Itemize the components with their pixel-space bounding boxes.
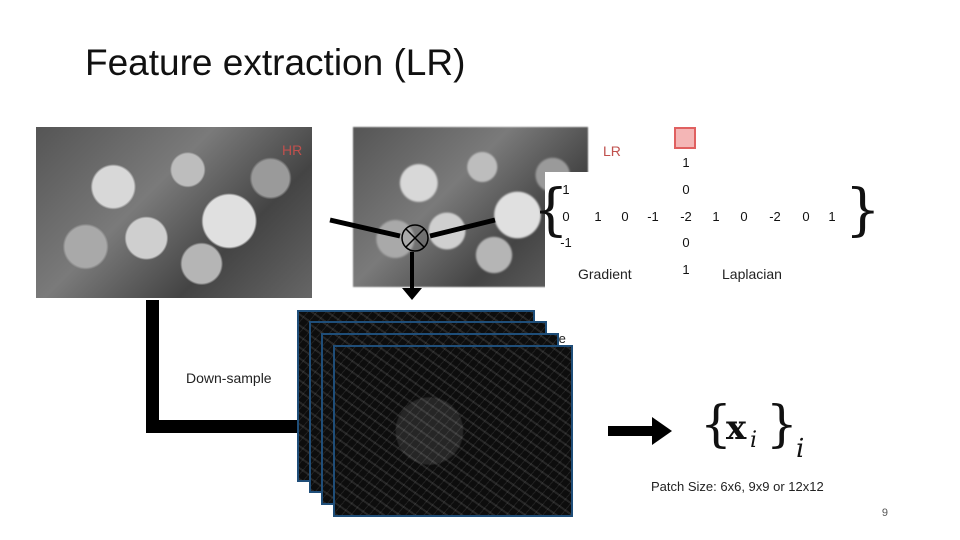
convolution-diagram <box>329 217 496 300</box>
patch-set-formula: { x i } i <box>700 395 804 464</box>
gradient-kernel-bottom: -1 <box>560 235 572 250</box>
left-input-line <box>329 217 401 239</box>
svg-text:}: } <box>766 395 798 453</box>
page-number: 9 <box>881 507 888 519</box>
laplacian-kernel-bottom: 0 <box>682 235 690 250</box>
laplacian-kernel-bottom-outer: 1 <box>682 262 690 277</box>
lr-label: LR <box>603 143 621 159</box>
laplacian-kernel-top-outer: 1 <box>682 155 690 170</box>
feature-map-4 <box>333 345 573 517</box>
laplacian-kernel-row-3: 0 <box>802 209 810 224</box>
gradient-kernel-left: 0 <box>562 209 570 224</box>
hr-label: HR <box>282 142 303 158</box>
slide-title: Feature extraction (LR) <box>85 42 466 83</box>
downsample-label: Down-sample <box>186 370 272 386</box>
svg-text:{: { <box>700 395 732 453</box>
patch-size-label: Patch Size: 6x6, 9x9 or 12x12 <box>651 479 824 494</box>
hr-image <box>36 127 312 298</box>
right-input-line <box>429 217 496 239</box>
left-brace: { <box>533 178 569 243</box>
right-brace: } <box>845 178 881 243</box>
laplacian-kernel-top: 0 <box>682 182 690 197</box>
gradient-kernel-row-2: -1 <box>647 209 659 224</box>
laplacian-kernel-row-1: 0 <box>740 209 748 224</box>
gradient-kernel-row-1: 0 <box>621 209 629 224</box>
gradient-kernel-row-0: 1 <box>594 209 602 224</box>
down-arrow-icon <box>402 288 422 300</box>
svg-text:x: x <box>726 408 747 448</box>
svg-text:i: i <box>750 428 757 453</box>
partial-text: te <box>555 331 566 346</box>
right-arrow-icon <box>608 417 672 445</box>
kernel-panel <box>545 172 865 290</box>
svg-text:i: i <box>796 434 804 464</box>
laplacian-kernel-row-0: 1 <box>712 209 720 224</box>
highlight-box <box>674 127 696 149</box>
downsample-horizontal-bar <box>146 420 301 433</box>
downsample-vertical-bar <box>146 300 159 433</box>
laplacian-kernel-row-4: 1 <box>828 209 836 224</box>
convolution-operator-icon <box>401 224 429 252</box>
laplacian-kernel-row-2: -2 <box>769 209 781 224</box>
gradient-label: Gradient <box>578 266 632 282</box>
laplacian-kernel-center: -2 <box>680 209 692 224</box>
gradient-kernel-top: 1 <box>562 182 570 197</box>
laplacian-label: Laplacian <box>722 266 782 282</box>
